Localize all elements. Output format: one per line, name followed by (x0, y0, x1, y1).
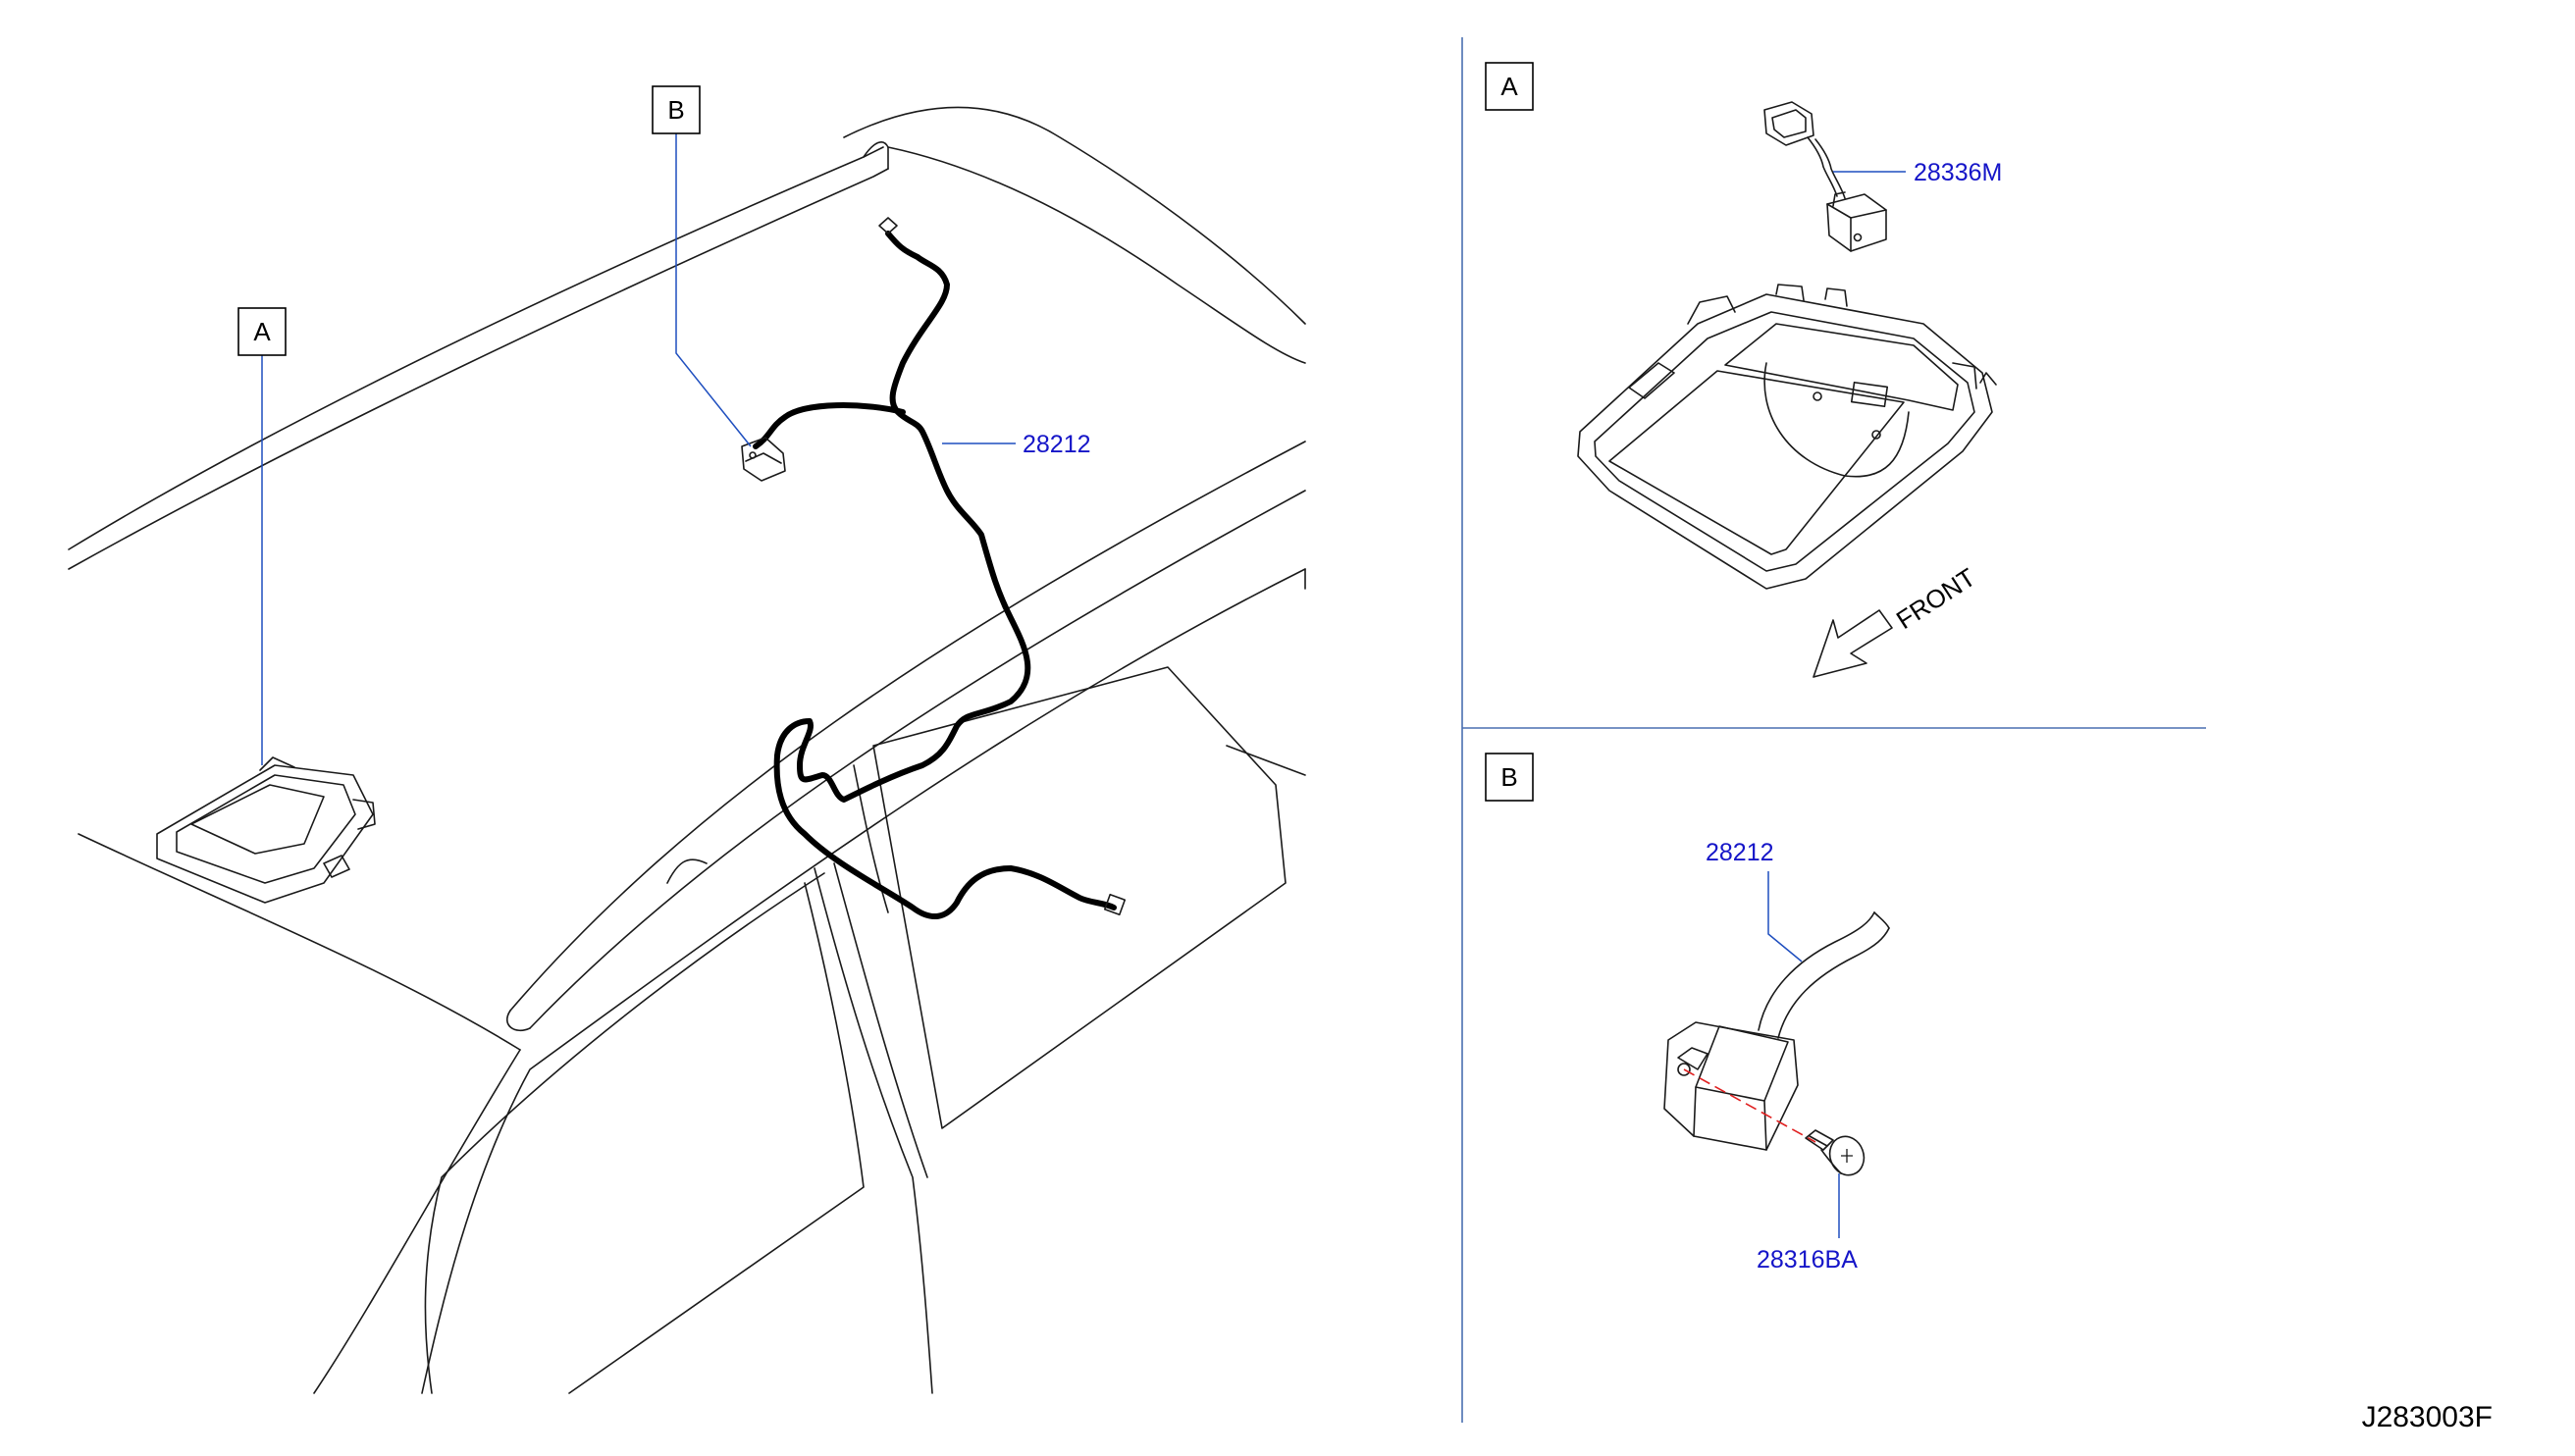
harness-connector-top (878, 217, 898, 234)
map-lamp-assembly (1577, 284, 1997, 590)
part-label-28212-main: 28212 (942, 431, 1091, 458)
roof-sensor-installed (741, 437, 786, 482)
roof-harness-28212 (753, 231, 1117, 919)
harness-cable-cut (1873, 911, 1890, 929)
callout-b-main: B (652, 85, 752, 447)
callout-b-main-label: B (667, 95, 684, 125)
map-lamp-harness-28336m (1763, 101, 1887, 252)
part-label-28316ba: 28316BA (1757, 1173, 1858, 1274)
screw-centerline (1683, 1068, 1816, 1143)
roof-sensor-unit (1663, 1021, 1799, 1151)
detail-a-label: A (1500, 72, 1518, 101)
part-number-28316ba: 28316BA (1757, 1246, 1858, 1274)
harness-connector-end (1103, 893, 1127, 916)
callout-a-main: A (237, 307, 287, 765)
front-direction-arrow: FRONT (1813, 562, 1981, 678)
harness-cable-detail-edge (1777, 927, 1890, 1039)
detail-b-label: B (1500, 762, 1517, 792)
part-label-28212-detail: 28212 (1706, 839, 1803, 962)
drawing-code: J283003F (2362, 1401, 2493, 1433)
callout-a-main-label: A (253, 317, 271, 346)
screw-28316ba (1805, 1129, 1866, 1176)
part-label-28336m: 28336M (1833, 159, 2002, 186)
detail-b: B 28212 28316BA (1485, 753, 1890, 1274)
map-lamp-installed (156, 756, 376, 904)
detail-a: A 28336M (1485, 62, 2002, 678)
part-number-28212-detail: 28212 (1706, 839, 1774, 866)
harness-cable-detail (1758, 911, 1875, 1031)
vehicle-roof-view (68, 106, 1306, 1394)
part-number-28336m: 28336M (1914, 159, 2002, 186)
part-number-28212-main: 28212 (1023, 431, 1091, 458)
front-label: FRONT (1891, 562, 1981, 635)
